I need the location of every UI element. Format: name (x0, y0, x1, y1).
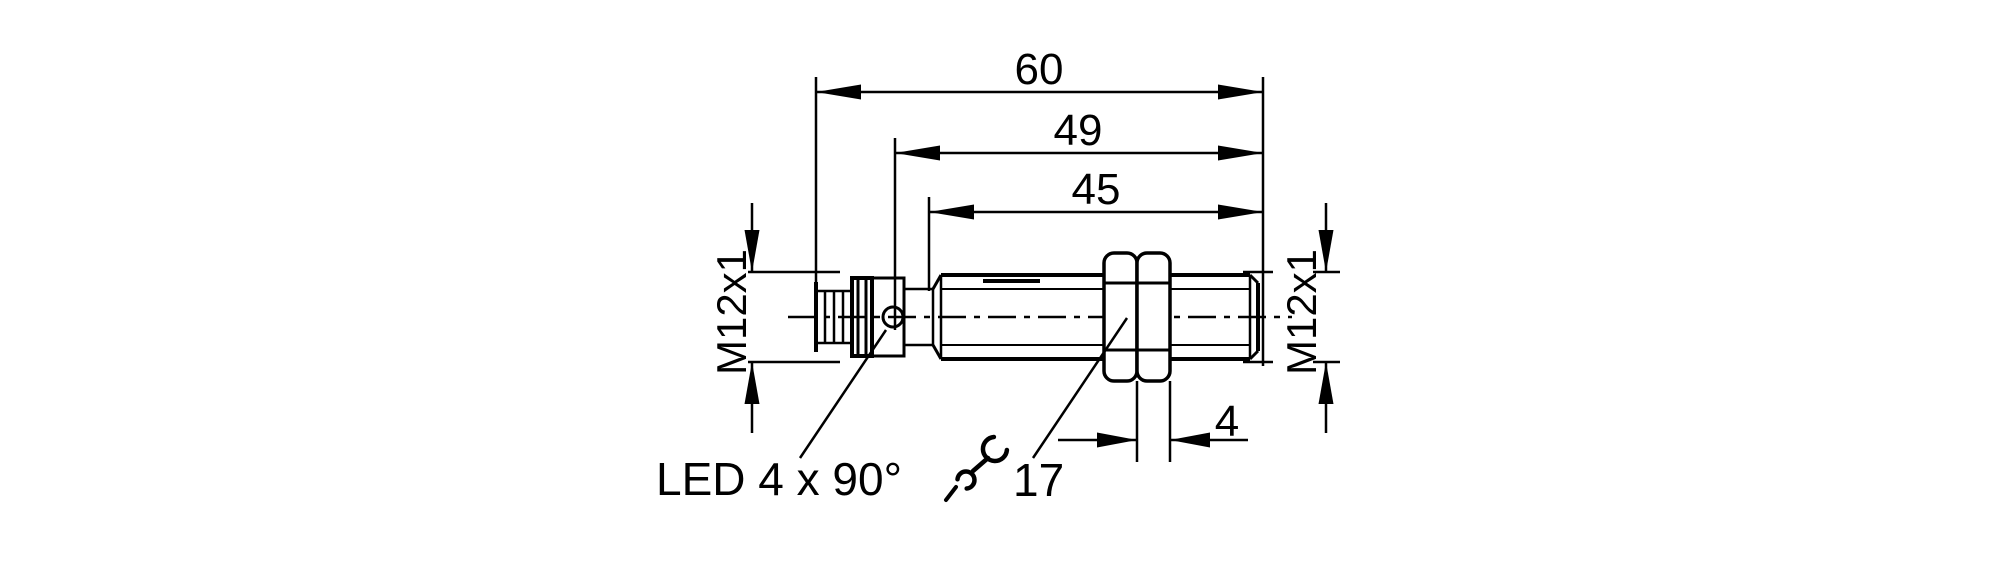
nut-leader-line (1031, 317, 1129, 459)
dim-49-label: 49 (1054, 106, 1103, 155)
m12-left-arrow-down (744, 230, 760, 272)
wrench-handle (970, 455, 991, 474)
m12-left-label: M12x1 (708, 249, 755, 375)
arrowhead-left-45 (929, 204, 974, 220)
hex-nut-1 (1102, 251, 1139, 383)
dim-60-label: 60 (1015, 45, 1064, 94)
sensor-body (788, 273, 1292, 361)
wrench-icon (944, 434, 1010, 502)
hex-nut-2 (1135, 251, 1172, 383)
dim-45-label: 45 (1072, 165, 1121, 214)
arrowhead-left-60 (816, 84, 861, 100)
arrowhead-right-45 (1218, 204, 1263, 220)
m12-left-arrow-up (744, 362, 760, 404)
hex-nuts (1102, 251, 1172, 383)
dimension-threaded-length: 45 (927, 165, 1263, 291)
m12-right-arrow-down (1318, 230, 1334, 272)
dim-4-arrow-right (1170, 432, 1210, 448)
dimension-thread-left: M12x1 (708, 203, 840, 433)
led-leader-line (798, 329, 888, 459)
neck-section (902, 287, 935, 347)
m12-right-arrow-up (1318, 362, 1334, 404)
arrowhead-right-60 (1218, 84, 1263, 100)
barrel-chamfer-left-bottom (931, 344, 943, 360)
face-chamfer-bottom (1248, 349, 1260, 361)
annotations: LED 4 x 90° 17 (656, 453, 1064, 506)
barrel-chamfer-left-top (931, 274, 943, 290)
dimension-nut-thickness: 4 (1058, 381, 1248, 462)
arrowhead-left-49 (895, 145, 940, 161)
wrench-jaw-small (955, 469, 977, 491)
led-note-label: LED 4 x 90° (656, 453, 902, 505)
leader-lines (798, 317, 1129, 459)
wrench-handle-tail (944, 485, 958, 502)
face-chamfer-top (1248, 273, 1260, 285)
dim-4-label: 4 (1215, 397, 1239, 446)
dimension-thread-right: M12x1 (1243, 203, 1340, 433)
dim-4-arrow-left (1097, 432, 1137, 448)
dimension-overall-length: 60 (814, 45, 1265, 366)
dimension-length-to-led: 49 (893, 106, 1263, 330)
arrowhead-right-49 (1218, 145, 1263, 161)
wrench-size-label: 17 (1013, 454, 1064, 506)
m12-right-label: M12x1 (1278, 249, 1325, 375)
